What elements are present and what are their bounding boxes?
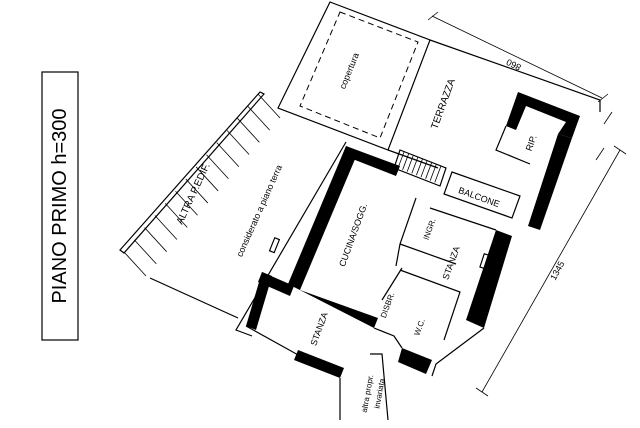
dimension-right-line <box>481 149 621 393</box>
disbr-lower-wall <box>373 327 403 349</box>
hatch-line <box>123 251 147 277</box>
dimension-right-tick-start <box>613 145 627 155</box>
dimension-right-tick-end <box>475 387 489 397</box>
dimension-right-value: 1345 <box>548 259 566 281</box>
balcony: BALCONE <box>443 171 521 219</box>
hatch-line <box>154 215 178 240</box>
kitchen-top-wall <box>346 146 400 176</box>
title-frame <box>41 71 79 341</box>
hatch-line <box>226 130 250 155</box>
dimension-top-tick-start <box>427 11 439 21</box>
hatch-line <box>175 190 198 216</box>
adjacent-building-lower-edge <box>149 277 239 319</box>
terrace-label: TERRAZZA <box>429 77 458 131</box>
balcony-outline <box>443 171 521 219</box>
terrace-lower-edge <box>387 149 439 169</box>
ingr-label: INGR. <box>422 217 438 241</box>
storage-top-wall <box>506 92 580 138</box>
building-walls <box>235 141 512 421</box>
wc-top-wall <box>399 269 461 341</box>
bottom-right-edge <box>431 327 485 377</box>
stanza-left-label: STANZA <box>309 311 330 347</box>
kitchen-bottom-wall <box>288 284 378 328</box>
stair-step <box>416 159 423 176</box>
stanza-right-label: STANZA <box>441 245 462 281</box>
dimension-top-tick-end <box>597 93 609 103</box>
roof-area: copertura <box>277 1 431 151</box>
hatch-line <box>134 239 157 265</box>
stanza-left-left-wall <box>246 272 272 330</box>
wc-label: W.C. <box>412 317 426 336</box>
ground-floor-note: considerato a piano terra <box>234 163 284 258</box>
dimension-top-value: 860 <box>505 57 523 73</box>
hatch-line <box>144 227 167 252</box>
dimension-extension-a <box>595 147 605 161</box>
storage-room: RIP. <box>495 92 580 230</box>
hatch-line <box>257 93 281 119</box>
stair-steps <box>397 151 442 183</box>
right-exterior-wall <box>466 230 512 328</box>
hatch-line <box>195 166 219 192</box>
stanza-right-top-wall <box>429 207 497 231</box>
outer-left-line <box>235 141 347 337</box>
hatch-line <box>237 118 260 143</box>
dimension-extension-b <box>603 111 613 125</box>
hatch-pattern <box>123 93 281 277</box>
disbr-label: DISBR. <box>379 291 397 319</box>
stanza-left-bottom-thick <box>294 350 344 378</box>
balcony-label: BALCONE <box>457 185 501 209</box>
stair-step <box>429 164 437 181</box>
hatch-line <box>164 203 188 228</box>
kitchen-window <box>314 207 327 226</box>
hatch-line <box>206 154 229 180</box>
hatch-line <box>216 142 240 167</box>
dimension-top-line <box>431 15 603 99</box>
adjacent-building-edge <box>119 91 265 254</box>
stairs-outline <box>393 149 447 187</box>
kitchen-right-wall <box>395 197 417 267</box>
stair-step <box>397 151 405 169</box>
stairs <box>393 149 447 187</box>
adjacent-building-label: ALTRA P.EDIF. <box>175 162 213 227</box>
storage-label: RIP. <box>524 134 539 153</box>
stair-step <box>402 153 409 170</box>
title-block: PIANO PRIMO h=300 <box>41 71 79 341</box>
stair-step <box>411 157 419 174</box>
hatch-line <box>185 178 209 204</box>
ingr-bottom-wall <box>399 243 457 265</box>
plan-title: PIANO PRIMO h=300 <box>49 108 71 303</box>
stair-step <box>425 162 432 179</box>
storage-lower-wall <box>495 125 531 165</box>
stair-step <box>434 166 442 183</box>
hatch-line <box>247 105 270 131</box>
right-window <box>479 252 490 270</box>
lower-boundary-right <box>370 353 389 421</box>
storage-right-wall <box>528 134 572 230</box>
kitchen-label: CUCINA/SOGG. <box>337 202 369 268</box>
stair-step <box>406 155 414 172</box>
left-window <box>268 236 281 254</box>
stair-step <box>420 160 428 178</box>
wc-bottom-wall <box>398 348 432 374</box>
disbr-wall <box>381 267 403 301</box>
other-property-label-line2: invariata <box>372 377 386 409</box>
roof-label: copertura <box>337 51 361 90</box>
roof-dashed-outline <box>299 11 419 139</box>
